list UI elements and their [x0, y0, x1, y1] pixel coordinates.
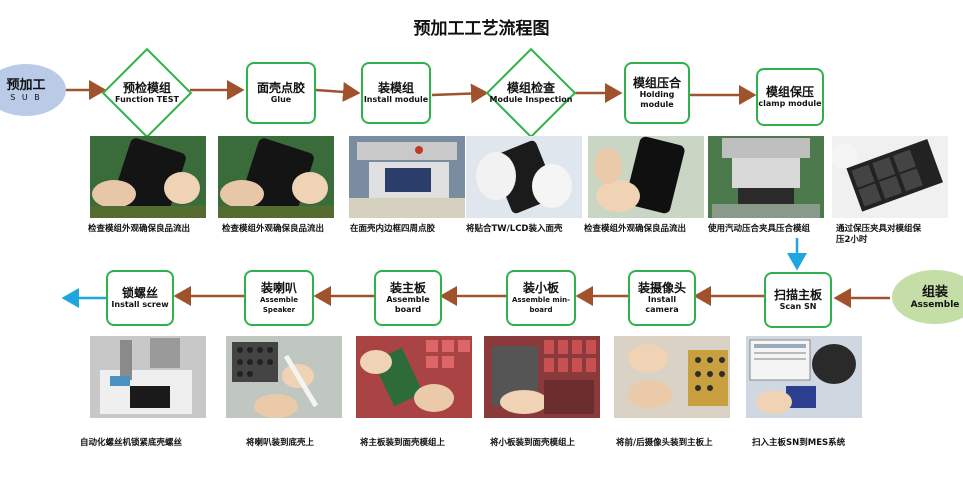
caption-install-board: 将主板装到面壳模组上 — [360, 438, 446, 448]
step-en-label: Install screw — [111, 300, 169, 309]
photo-function-test — [90, 136, 206, 218]
caption-install-screw: 自动化螺丝机锁紧底壳螺丝 — [80, 438, 183, 448]
photo-clamp-module — [708, 136, 824, 218]
step-en-label: Function TEST — [115, 95, 179, 104]
caption-glue: 检查模组外观确保良品流出 — [222, 224, 325, 234]
step-en-label: Assemble board — [386, 295, 430, 314]
caption-install-module: 在面壳内边框四周点胶 — [350, 224, 436, 234]
step-clamp-module: 模组保压 clamp module — [756, 68, 824, 126]
photo-holding-module — [588, 136, 704, 218]
step-label: 装摄像头 — [637, 281, 686, 295]
assemble-en-label: Assemble — [910, 299, 960, 310]
step-glue: 面壳点胶 Glue — [246, 62, 316, 124]
step-label: 装模组 — [377, 81, 414, 95]
step-en-label: Install module — [363, 95, 429, 104]
step-en-label: Install camera — [645, 295, 679, 314]
photo-install-camera — [614, 336, 730, 418]
caption-install-camera: 将前/后摄像头装到主板上 — [616, 438, 713, 448]
start-sub-label: 预加工 — [6, 77, 46, 93]
diagram-title: 预加工工艺流程图 — [413, 19, 550, 39]
step-module-inspection: 模组检查 Module Inspection — [484, 47, 578, 139]
caption-scan-sn: 扫入主板SN到MES系统 — [752, 438, 846, 448]
assemble-label: 组装 — [921, 284, 948, 300]
photo-install-module — [349, 136, 465, 218]
step-assemble-min-board: 装小板 Assemble min-board — [506, 270, 576, 326]
step-en-label: Holding module — [639, 90, 675, 109]
step-install-screw: 锁螺丝 Install screw — [106, 270, 174, 326]
step-en-label: Assemble Speaker — [260, 296, 298, 314]
step-label: 模组保压 — [765, 85, 814, 99]
step-label: 装喇叭 — [260, 281, 297, 295]
photo-module-inspection — [466, 136, 582, 218]
step-en-label: Scan SN — [779, 302, 817, 311]
step-en-label: Module Inspection — [489, 95, 573, 104]
arrow-glue-to-install — [315, 81, 361, 102]
step-label: 预检模组 — [122, 81, 171, 95]
caption-module-inspection: 将贴合TW/LCD装入面壳 — [466, 224, 563, 234]
step-label: 装小板 — [522, 281, 559, 295]
step-install-camera: 装摄像头 Install camera — [628, 270, 696, 326]
photo-glue — [218, 136, 334, 218]
step-label: 扫描主板 — [773, 288, 822, 302]
photo-scan-sn — [746, 336, 862, 418]
step-label: 模组压合 — [632, 76, 681, 90]
photo-install-min-board — [484, 336, 600, 418]
step-install-module: 装模组 Install module — [361, 62, 431, 124]
arrow-install-to-inspection — [431, 83, 489, 104]
photo-install-board — [356, 336, 472, 418]
step-en-label: Assemble min-board — [512, 296, 570, 314]
start-sub-oval: 预加工 S U B — [0, 64, 66, 116]
caption-clamp-fixtures: 通过保压夹具对模组保压2小时 — [836, 224, 922, 245]
step-label: 锁螺丝 — [121, 286, 158, 300]
photo-install-speaker — [226, 336, 342, 418]
step-en-label: Glue — [270, 95, 292, 104]
step-holding-module: 模组压合 Holding module — [624, 62, 690, 124]
step-scan-sn: 扫描主板 Scan SN — [764, 272, 832, 328]
caption-install-speaker: 将喇叭装到底壳上 — [246, 438, 315, 448]
start-sub-en-label: S U B — [10, 92, 42, 102]
photo-install-screw — [90, 336, 206, 418]
step-assemble-speaker: 装喇叭 Assemble Speaker — [244, 270, 314, 326]
caption-function-test: 检查模组外观确保良品流出 — [88, 224, 191, 234]
step-label: 面壳点胶 — [256, 81, 305, 95]
photo-clamp-fixtures — [832, 136, 948, 218]
step-label: 装主板 — [389, 281, 426, 295]
assemble-oval: 组装 Assemble — [892, 270, 963, 324]
step-assemble-board: 装主板 Assemble board — [374, 270, 442, 326]
caption-install-min-board: 将小板装到面壳模组上 — [490, 438, 576, 448]
step-en-label: clamp module — [758, 99, 822, 108]
step-label: 模组检查 — [506, 81, 555, 95]
caption-clamp-module: 使用汽动压合夹具压合模组 — [708, 224, 811, 234]
step-function-test: 预检模组 Function TEST — [100, 47, 194, 139]
caption-holding-module: 检查模组外观确保良品流出 — [584, 224, 687, 234]
